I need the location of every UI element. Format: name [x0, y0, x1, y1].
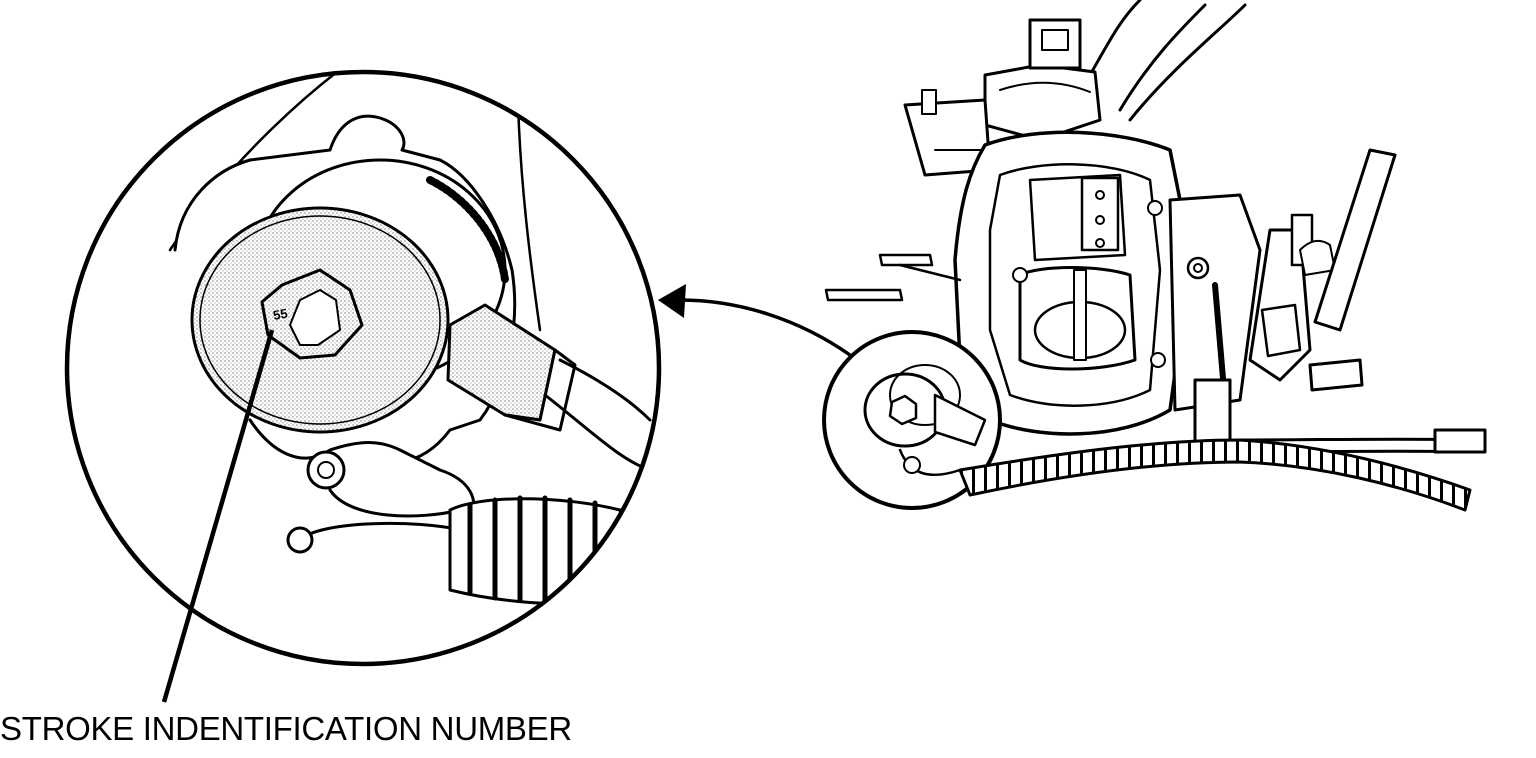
callout-label-stroke-identification: STROKE INDENTIFICATION NUMBER [0, 710, 572, 747]
carburetor-assembly [822, 0, 1487, 512]
detail-magnifier: 55 [64, 69, 662, 667]
stamped-number: 55 [272, 306, 289, 323]
zoom-arrow [658, 284, 852, 357]
corrugated-conduit-detail [448, 495, 642, 607]
leader-line [161, 329, 275, 703]
solenoid-overview [863, 364, 987, 477]
